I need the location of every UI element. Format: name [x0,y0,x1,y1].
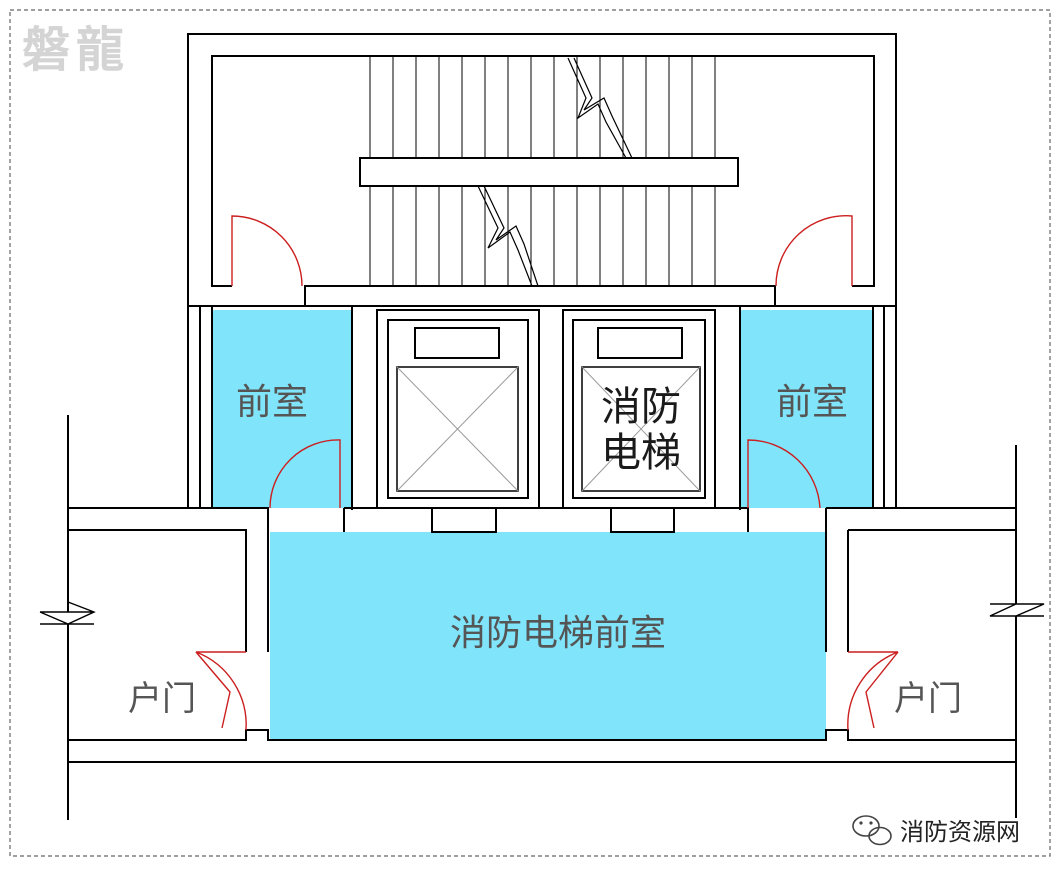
stair-door-right [775,215,853,287]
fire-elevator-label-line1: 消防 [601,384,681,430]
stair-treads [369,56,716,286]
corridor-walls [67,415,1017,820]
elevator-car-left [396,366,519,492]
elevator-shafts [376,309,716,533]
outer-dashed-frame [9,9,1051,857]
fire-elevator-anteroom-label: 消防电梯前室 [450,613,666,654]
elevator-shaft-left [376,309,540,509]
stair-door-left [231,215,303,287]
left-unit-door-label: 户门 [128,679,196,719]
anteroom-fills [212,310,873,739]
elevator-car-crosses [396,366,701,492]
right-unit-door-label: 户门 [894,679,962,719]
unit-door-left [195,651,247,731]
elevator-door-right [610,507,675,533]
anteroom-door-right [747,439,821,509]
stair-break-lines [477,57,633,287]
watermark: 磐龍 [22,22,130,78]
stairwell [187,33,897,307]
left-anteroom-label: 前室 [236,382,308,423]
stairwell-inner-wall [211,55,875,287]
fire-elevator-label-line2: 电梯 [601,430,681,476]
stair-landing [359,157,739,187]
left-anteroom-fill [212,310,352,508]
elevator-panel-right [597,327,683,359]
anteroom-door-left [269,439,341,509]
wall-break-symbols [39,601,1045,625]
credit: 消防资源网 [852,815,1020,846]
elevator-car-right [581,366,701,492]
elevator-door-left [431,507,497,533]
stairwell-outer-wall [187,33,897,307]
stairwell-bottom-wall [304,285,776,307]
wechat-icon [852,815,892,846]
right-anteroom-fill [740,310,873,508]
credit-text: 消防资源网 [900,818,1020,846]
unit-door-right [847,651,899,731]
door-swings [195,215,899,731]
anteroom-walls [187,305,897,510]
right-anteroom-label: 前室 [776,382,848,423]
elevator-panel-left [414,327,500,359]
fire-elevator-anteroom-fill [270,532,826,739]
